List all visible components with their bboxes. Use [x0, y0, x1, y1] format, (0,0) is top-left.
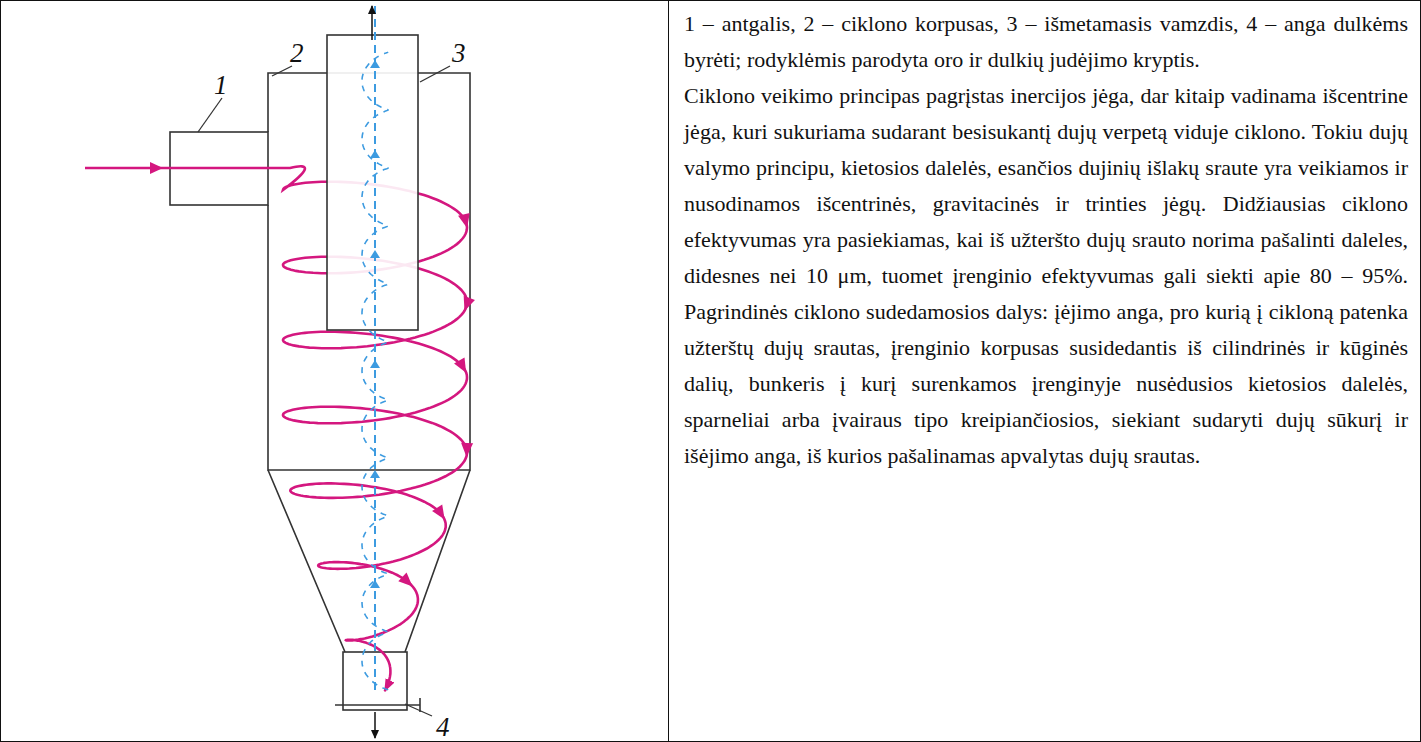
- clean-air-arrowhead: [370, 60, 380, 68]
- clean-air-flow: [362, 4, 388, 690]
- inlet-arrowhead: [150, 162, 163, 174]
- clean-air-arrowhead: [370, 360, 380, 368]
- clean-air-arrowhead: [370, 470, 380, 478]
- clean-air-arrowhead: [370, 150, 380, 158]
- clean-air-swirl: [362, 52, 388, 690]
- spiral-arrowhead: [432, 505, 450, 523]
- spiral-arrowhead: [398, 572, 416, 590]
- description-paragraph: 1 – antgalis, 2 – ciklono korpusas, 3 – …: [684, 6, 1408, 78]
- text-panel: 1 – antgalis, 2 – ciklono korpusas, 3 – …: [684, 6, 1408, 474]
- spiral-arrowhead: [454, 358, 471, 376]
- clean-air-arrowhead: [370, 580, 380, 588]
- exhaust-pipe: [327, 35, 418, 330]
- table-divider: [668, 0, 669, 742]
- clean-air-arrowhead: [370, 250, 380, 258]
- leader-lines: [198, 66, 450, 716]
- callout-number: 3: [452, 40, 466, 67]
- dust-arrow: [374, 712, 376, 738]
- spiral-arrowhead: [461, 443, 474, 458]
- callout-number: 2: [290, 40, 304, 67]
- callout-number: 4: [436, 714, 450, 741]
- spiral-arrowhead: [459, 296, 475, 313]
- description-paragraph: Ciklono veikimo principas pagrįstas iner…: [684, 78, 1408, 474]
- outlet-arrow: [371, 6, 373, 40]
- callout-number: 1: [214, 72, 228, 99]
- spiral-arrowhead: [458, 213, 473, 229]
